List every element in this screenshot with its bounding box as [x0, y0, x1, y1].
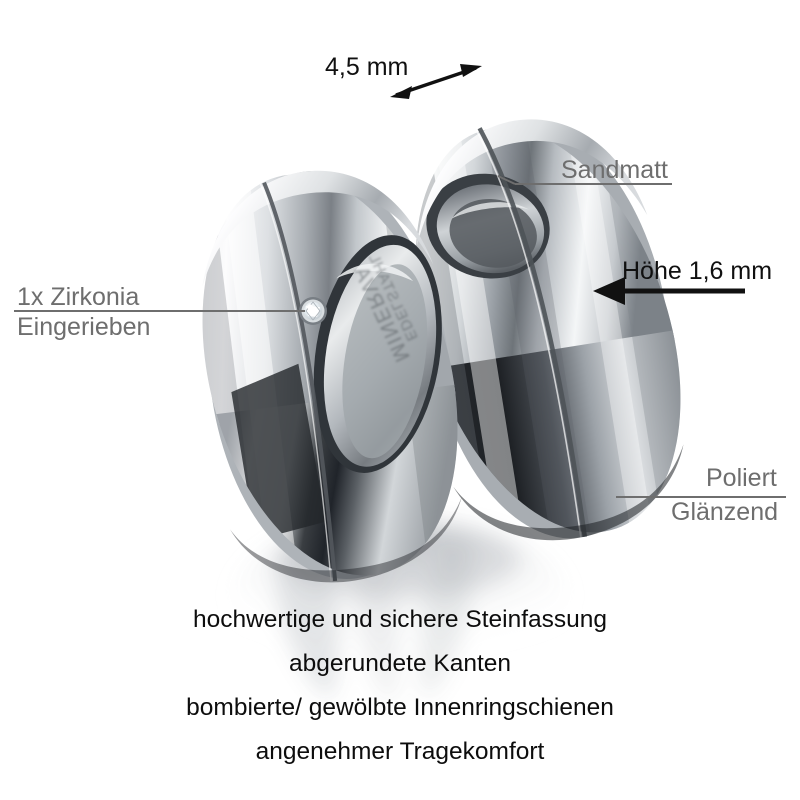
ring-left-rim	[202, 170, 434, 287]
feature-item: hochwertige und sichere Steinfassung	[192, 606, 608, 633]
height-arrow	[593, 277, 745, 305]
surface-bottom-label-line1: Poliert	[706, 464, 777, 492]
ring-right-rim	[417, 119, 648, 246]
stone-label-line1: 1x Zirkonia	[17, 283, 140, 311]
feature-item: abgerundete Kanten	[288, 650, 512, 677]
feature-list: hochwertige und sichere Steinfassung abge…	[0, 598, 800, 774]
feature-item: bombierte/ gewölbte Innenringschienen	[186, 694, 614, 721]
feature-item: angenehmer Tragekomfort	[255, 738, 545, 765]
sandmatt-leader-tail	[497, 175, 516, 185]
ring-right-groove	[477, 127, 588, 538]
ring-left-groove	[262, 181, 338, 582]
zirconia-stone	[299, 297, 327, 325]
surface-top-label: Sandmatt	[561, 156, 669, 184]
width-arrow	[390, 64, 482, 99]
ring-left-opening	[313, 235, 442, 473]
height-label: Höhe 1,6 mm	[622, 257, 773, 285]
width-label: 4,5 mm	[325, 53, 409, 81]
surface-bottom-label-line2: Glänzend	[671, 498, 779, 526]
stone-label-line2: Eingerieben	[17, 313, 151, 341]
